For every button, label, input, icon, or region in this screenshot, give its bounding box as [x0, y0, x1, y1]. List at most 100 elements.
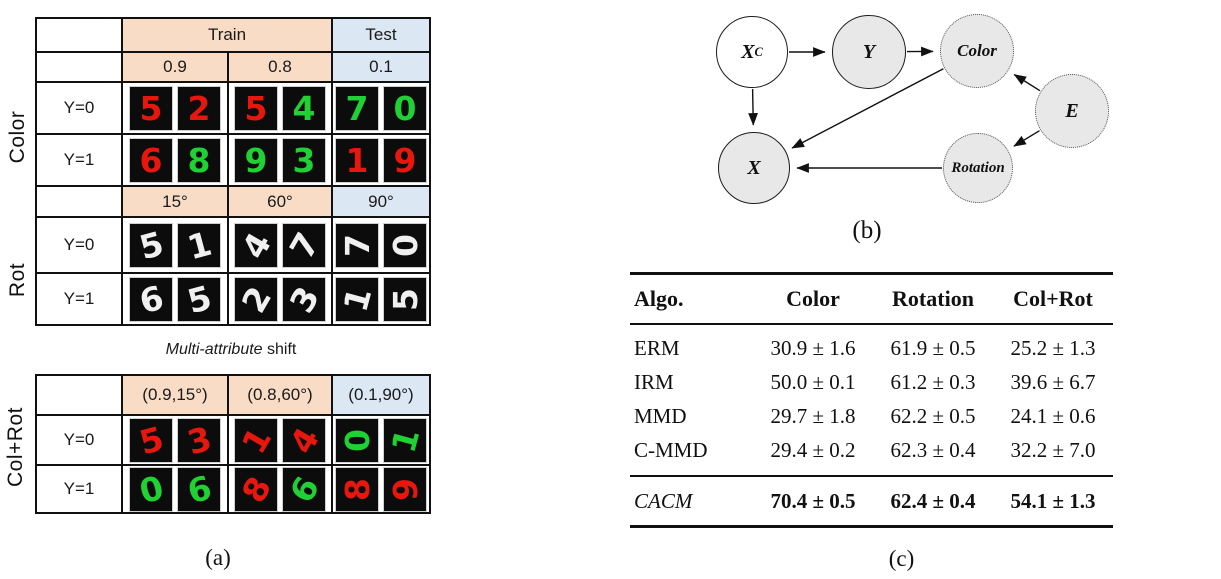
class-label-cell: Y=0	[35, 414, 123, 466]
mnist-digit: 7	[337, 233, 377, 257]
mnist-digit-tile: 6	[130, 277, 172, 321]
result-value-cell: 61.9 ± 0.5	[890, 335, 976, 360]
mnist-digit-tile: 6	[283, 467, 325, 511]
mnist-digit: 2	[187, 88, 211, 128]
algo-name-cell: C-MMD	[634, 437, 708, 462]
mnist-digit-tile: 2	[178, 86, 220, 130]
attribute-value-header: 0.9	[121, 51, 229, 83]
result-value-cell: 39.6 ± 6.7	[1010, 369, 1096, 394]
diagram-edges	[748, 46, 1041, 173]
mnist-digit-tile: 5	[130, 223, 172, 267]
node-label: Y	[862, 40, 876, 63]
edge-e-to-rotation	[1013, 130, 1040, 147]
panel-c-label: (c)	[888, 546, 915, 571]
result-value-cell: 29.7 ± 1.8	[770, 403, 856, 428]
mnist-digit: 9	[393, 140, 417, 180]
mnist-digit: 0	[393, 88, 417, 128]
panel-a-label: (a)	[205, 545, 231, 570]
mnist-digit-tile: 8	[178, 138, 220, 182]
mnist-digit: 3	[292, 140, 316, 180]
edge-xc-to-x	[748, 88, 758, 126]
class-label-cell: Y=1	[35, 133, 123, 187]
node-e: E	[1035, 74, 1109, 148]
table-row: (0.9,15°)(0.8,60°)(0.1,90°)	[35, 374, 431, 416]
mnist-digit: 9	[244, 140, 268, 180]
mnist-digit-tile: 5	[384, 277, 426, 321]
mnist-digit-tile: 3	[283, 138, 325, 182]
mnist-digit: 4	[283, 420, 325, 460]
mnist-digit-tile: 4	[283, 86, 325, 130]
mnist-digit-tile: 8	[336, 467, 378, 511]
train-header: Train	[121, 17, 333, 53]
mnist-digit-tile: 7	[336, 223, 378, 267]
mnist-digit: 7	[283, 225, 325, 265]
result-value-cell: 62.3 ± 0.4	[890, 437, 976, 462]
result-value-cell: 24.1 ± 0.6	[1010, 403, 1096, 428]
node-color: Color	[940, 14, 1014, 88]
mnist-digit-tile: 9	[384, 467, 426, 511]
multi-attribute-shift-caption: Multi-attribute shift	[35, 341, 427, 359]
result-value-cell-bold: 62.4 ± 0.4	[873, 475, 993, 527]
mnist-digit: 8	[235, 469, 277, 509]
mnist-digit-tile: 3	[178, 418, 220, 462]
mnist-digit: 1	[182, 223, 216, 267]
class-label-cell: Y=1	[35, 464, 123, 514]
attribute-value-header: 60°	[227, 185, 333, 218]
mnist-digit: 2	[235, 279, 277, 319]
result-value-cell: 61.2 ± 0.3	[890, 369, 976, 394]
node-label: Color	[957, 41, 997, 60]
mnist-digit-tile: 2	[235, 277, 277, 321]
mnist-digit: 9	[385, 477, 425, 501]
attribute-value-header: 0.8	[227, 51, 333, 83]
mnist-digit: 1	[345, 140, 369, 180]
shift-word: shift	[262, 341, 297, 358]
mnist-digit: 5	[134, 418, 168, 462]
mnist-digit-tile: 6	[178, 467, 220, 511]
mnist-digit-tile: 0	[384, 86, 426, 130]
mnist-digit-tile: 5	[130, 86, 172, 130]
mnist-digit-tile: 1	[235, 418, 277, 462]
mnist-digit-tile: 7	[336, 86, 378, 130]
blank-cell	[35, 374, 123, 416]
result-value-cell: 62.2 ± 0.5	[890, 403, 976, 428]
mnist-digit: 6	[182, 467, 216, 511]
mnist-digit: 0	[134, 467, 168, 511]
node-label-subscript: C	[754, 44, 763, 59]
node-label: Rotation	[951, 159, 1005, 176]
side-label-rot: Rot	[6, 262, 29, 298]
result-value-cell: 32.2 ± 7.0	[1010, 437, 1096, 462]
attribute-pair-header: (0.8,60°)	[227, 374, 333, 416]
mnist-digit: 8	[187, 140, 211, 180]
blank-cell	[35, 51, 123, 83]
class-label-cell: Y=0	[35, 216, 123, 274]
result-value-cell: 25.2 ± 1.3	[1010, 335, 1096, 360]
algo-name-cell: ERM	[634, 335, 680, 360]
side-label-col-rot: Col+Rot	[4, 407, 27, 487]
node-y: Y	[832, 15, 906, 89]
attribute-value-header: 90°	[331, 185, 431, 218]
mnist-digit: 6	[134, 277, 168, 321]
table-row: 15°60°90°	[35, 185, 431, 218]
mnist-digit-tile: 1	[336, 138, 378, 182]
mnist-digit: 5	[385, 287, 425, 311]
